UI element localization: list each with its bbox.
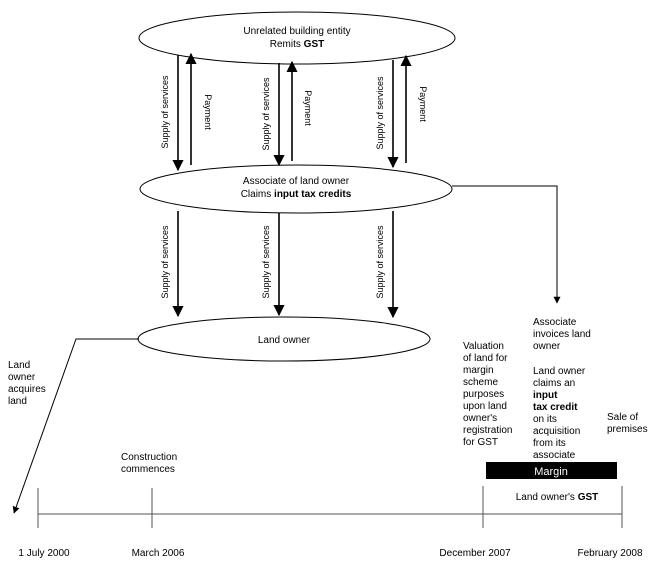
margin-bar-fill <box>486 462 617 479</box>
associate-line1: Associate of land owner <box>243 176 350 187</box>
supply-label-1: Supply of services <box>160 75 170 149</box>
unrelated-entity-node: Unrelated building entity Remits GST <box>138 11 456 65</box>
supply-label-6: Supply of services <box>375 225 385 299</box>
supply-label-4: Supply of services <box>160 225 170 299</box>
note-construction: Construction commences <box>121 452 178 475</box>
payment-label-2: Payment <box>303 90 313 126</box>
upper-flows: Supply of services Payment Supply of ser… <box>160 52 428 172</box>
landowner-label: Land owner <box>258 335 311 346</box>
associate-node: Associate of land owner Claims input tax… <box>139 164 453 214</box>
note-associate-invoices: Associate invoices land owner <box>533 317 591 352</box>
note-valuation: Valuation of land for margin scheme purp… <box>463 341 513 448</box>
date-label-2007: December 2007 <box>439 548 511 559</box>
margin-label: Margin <box>534 466 568 478</box>
payment-label-1: Payment <box>203 94 213 130</box>
lower-flows: Supply of services Supply of services Su… <box>160 211 399 319</box>
margin-bar: Margin <box>486 462 617 479</box>
acquires-land-arrow <box>12 338 139 514</box>
associate-line2: Claims input tax credits <box>241 189 352 200</box>
unrelated-entity-line2: Remits GST <box>270 39 324 50</box>
date-label-2008: February 2008 <box>577 548 642 559</box>
supply-label-3: Supply of services <box>375 76 385 150</box>
date-label-2000: 1 July 2000 <box>18 548 70 559</box>
landowner-node: Land owner <box>137 316 431 362</box>
payment-label-3: Payment <box>418 86 428 122</box>
note-land-acquires: Land owner acquires land <box>8 360 46 407</box>
date-label-2006: March 2006 <box>132 548 185 559</box>
supply-label-2: Supply of services <box>261 77 271 151</box>
invoice-connector-arrow <box>452 185 561 304</box>
landowner-gst-label: Land owner's GST <box>516 492 599 503</box>
unrelated-entity-line1: Unrelated building entity <box>243 26 350 37</box>
supply-label-5: Supply of services <box>261 225 271 299</box>
timeline: 1 July 2000 March 2006 December 2007 Feb… <box>18 486 643 559</box>
note-sale-premises: Sale of premises <box>607 412 648 435</box>
note-landowner-claims: Land owner claims an input tax credit on… <box>533 366 586 461</box>
